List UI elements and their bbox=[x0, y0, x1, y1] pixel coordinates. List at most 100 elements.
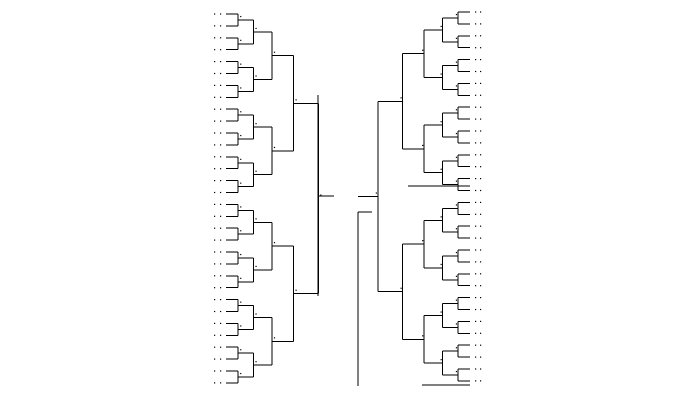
left-leaf-mark bbox=[220, 61, 222, 63]
right-leaf-mark bbox=[475, 94, 477, 96]
left-leaf-mark bbox=[220, 108, 222, 110]
right-leaf-label-mark bbox=[480, 142, 482, 144]
left-node-mark bbox=[240, 372, 242, 375]
left-leaf-mark bbox=[220, 72, 222, 75]
right-leaf-label-mark bbox=[480, 130, 482, 132]
left-leaf-mark bbox=[220, 322, 222, 324]
left-leaf-label-mark bbox=[214, 370, 216, 372]
right-leaf-label-mark bbox=[480, 297, 482, 299]
left-node-mark bbox=[255, 123, 257, 125]
right-leaf-label-mark bbox=[480, 368, 482, 370]
right-leaf-mark bbox=[475, 35, 477, 37]
right-node-mark bbox=[440, 121, 442, 123]
left-leaf-mark bbox=[220, 25, 222, 27]
left-leaf-mark bbox=[220, 191, 222, 194]
right-leaf-label-mark bbox=[480, 285, 482, 287]
right-leaf-label-mark bbox=[480, 35, 482, 37]
left-leaf-label-mark bbox=[214, 334, 216, 336]
right-node-mark bbox=[455, 13, 458, 16]
left-node-mark bbox=[273, 337, 276, 339]
left-leaf-label-mark bbox=[214, 180, 216, 182]
left-leaf-mark bbox=[220, 96, 222, 98]
left-node-mark bbox=[273, 146, 276, 149]
left-leaf-mark bbox=[220, 239, 222, 241]
left-node-mark bbox=[240, 230, 242, 232]
left-leaf-label-mark bbox=[214, 37, 216, 39]
right-node-mark bbox=[455, 228, 458, 230]
right-node-mark bbox=[440, 25, 442, 28]
right-node-mark bbox=[400, 287, 402, 289]
left-node-mark bbox=[240, 15, 242, 18]
left-node-mark bbox=[240, 87, 242, 89]
left-leaf-label-mark bbox=[214, 49, 216, 51]
right-node-mark bbox=[375, 192, 377, 194]
left-leaf-mark bbox=[220, 299, 222, 301]
left-leaf-label-mark bbox=[214, 168, 216, 170]
left-node-mark bbox=[240, 325, 242, 327]
right-leaf-label-mark bbox=[480, 189, 482, 192]
left-node-mark bbox=[320, 194, 322, 196]
left-leaf-mark bbox=[220, 358, 222, 360]
left-leaf-label-mark bbox=[214, 358, 216, 360]
right-leaf-label-mark bbox=[480, 273, 482, 275]
right-leaf-mark bbox=[475, 118, 477, 120]
left-leaf-label-mark bbox=[214, 25, 216, 27]
left-leaf-mark bbox=[220, 382, 222, 384]
right-node-mark bbox=[422, 335, 424, 337]
left-leaf-label-mark bbox=[214, 191, 216, 194]
left-leaf-mark bbox=[220, 180, 222, 182]
left-leaf-mark bbox=[220, 251, 222, 253]
left-leaf-label-mark bbox=[214, 382, 216, 384]
right-node-mark bbox=[455, 109, 458, 111]
right-node-mark bbox=[455, 180, 458, 182]
left-node-mark bbox=[240, 301, 242, 303]
right-node-mark bbox=[440, 73, 442, 75]
left-leaf-label-mark bbox=[214, 299, 216, 301]
right-node-mark bbox=[455, 132, 458, 135]
left-node-mark bbox=[255, 313, 257, 315]
right-leaf-mark bbox=[475, 154, 477, 156]
left-node-mark bbox=[255, 265, 257, 268]
right-leaf-mark bbox=[475, 106, 477, 108]
left-leaf-mark bbox=[220, 168, 222, 170]
left-leaf-label-mark bbox=[214, 120, 216, 122]
left-leaf-mark bbox=[220, 13, 222, 15]
right-node-mark bbox=[455, 299, 458, 301]
left-leaf-mark bbox=[220, 227, 222, 229]
left-leaf-mark bbox=[220, 156, 222, 158]
right-leaf-mark bbox=[475, 70, 477, 73]
right-node-mark bbox=[455, 323, 458, 325]
right-leaf-mark bbox=[475, 332, 477, 334]
left-leaf-label-mark bbox=[214, 263, 216, 265]
right-leaf-mark bbox=[475, 249, 477, 251]
right-leaf-label-mark bbox=[480, 261, 482, 263]
left-leaf-mark bbox=[220, 144, 222, 146]
left-node-mark bbox=[240, 111, 242, 113]
right-node-mark bbox=[455, 85, 458, 87]
right-leaf-mark bbox=[475, 368, 477, 370]
left-leaf-label-mark bbox=[214, 72, 216, 75]
right-leaf-mark bbox=[475, 59, 477, 61]
left-leaf-label-mark bbox=[214, 13, 216, 15]
right-leaf-mark bbox=[475, 237, 477, 239]
right-leaf-label-mark bbox=[480, 320, 482, 322]
right-leaf-label-mark bbox=[480, 118, 482, 120]
left-node-mark bbox=[255, 218, 257, 220]
left-node-mark bbox=[273, 242, 276, 244]
right-node-mark bbox=[400, 97, 402, 99]
left-leaf-mark bbox=[220, 215, 222, 217]
right-leaf-label-mark bbox=[480, 249, 482, 251]
left-leaf-label-mark bbox=[214, 132, 216, 134]
right-leaf-mark bbox=[475, 142, 477, 144]
right-node-mark bbox=[440, 168, 442, 170]
left-node-mark bbox=[255, 75, 257, 77]
right-leaf-label-mark bbox=[480, 94, 482, 96]
left-leaf-mark bbox=[220, 275, 222, 277]
right-node-mark bbox=[455, 204, 458, 206]
right-leaf-label-mark bbox=[480, 356, 482, 358]
left-leaf-mark bbox=[220, 84, 222, 86]
right-leaf-label-mark bbox=[480, 308, 482, 311]
left-node-mark bbox=[295, 99, 297, 101]
right-leaf-label-mark bbox=[480, 47, 482, 49]
right-node-mark bbox=[455, 251, 458, 254]
